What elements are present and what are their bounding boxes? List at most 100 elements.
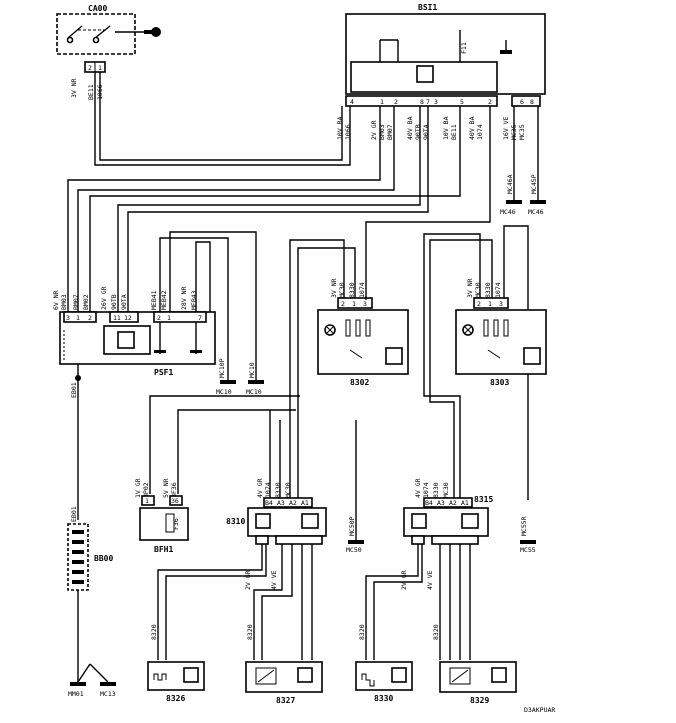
svg-text:11: 11 <box>113 314 121 322</box>
svg-text:3: 3 <box>363 300 367 308</box>
svg-text:A3: A3 <box>277 499 285 507</box>
ignition-switch-ca00: CA00 2 1 3V NR BE11 1066 <box>56 4 161 100</box>
svg-text:MC45P: MC45P <box>530 174 538 194</box>
label-bb00: BB00 <box>94 554 113 563</box>
svg-text:1: 1 <box>76 314 80 322</box>
seat-heater-icon <box>183 667 199 683</box>
seat-heater-icon <box>385 347 403 365</box>
splice-eb01 <box>75 375 81 381</box>
svg-text:5V NR: 5V NR <box>162 478 170 498</box>
svg-text:2: 2 <box>341 300 345 308</box>
svg-text:MC30: MC30 <box>442 482 450 498</box>
svg-text:MC46: MC46 <box>528 208 544 216</box>
module-8329: 8329 <box>439 661 517 705</box>
battery-bb00: EB01 EB01 BB00 MM01 MC13 <box>67 364 116 698</box>
svg-text:2V GR: 2V GR <box>244 570 252 590</box>
svg-text:7: 7 <box>198 314 202 322</box>
svg-text:2: 2 <box>88 64 92 72</box>
svg-text:4: 4 <box>350 98 354 106</box>
svg-text:8330: 8330 <box>274 482 282 498</box>
svg-text:90TB: 90TB <box>414 124 422 140</box>
svg-text:A3: A3 <box>437 499 445 507</box>
svg-text:6V NR: 6V NR <box>52 290 60 310</box>
svg-text:8320: 8320 <box>432 624 440 640</box>
svg-text:BP02: BP02 <box>142 482 150 498</box>
svg-text:8330: 8330 <box>484 282 492 298</box>
seat-heater-icon <box>461 513 479 529</box>
reference-code: D3AKPUAR <box>524 706 555 714</box>
svg-text:28V NR: 28V NR <box>180 286 188 310</box>
svg-text:MC46A: MC46A <box>506 174 514 194</box>
svg-text:BM02: BM02 <box>82 294 90 310</box>
ground-mc10b: MC10 MC10 <box>246 362 264 396</box>
label-8327: 8327 <box>276 696 295 705</box>
svg-text:16V VE: 16V VE <box>502 116 510 140</box>
svg-text:10V BA: 10V BA <box>336 116 344 140</box>
svg-text:26V GR: 26V GR <box>100 286 108 310</box>
svg-text:MC46: MC46 <box>500 208 516 216</box>
8330-box <box>355 661 413 691</box>
bsi1-connector-left <box>345 95 498 107</box>
svg-text:3V NR: 3V NR <box>330 278 338 298</box>
svg-text:F11: F11 <box>460 42 468 54</box>
svg-text:3: 3 <box>66 314 70 322</box>
svg-text:BE11: BE11 <box>87 84 95 100</box>
svg-text:2: 2 <box>488 98 492 106</box>
svg-text:EB01: EB01 <box>70 506 78 522</box>
svg-text:A1: A1 <box>461 499 469 507</box>
label-ca00: CA00 <box>88 4 107 13</box>
svg-text:6: 6 <box>520 98 524 106</box>
svg-text:BM07: BM07 <box>72 294 80 310</box>
svg-text:8: 8 <box>530 98 534 106</box>
svg-text:B4: B4 <box>425 499 433 507</box>
svg-text:MM01: MM01 <box>68 690 84 698</box>
svg-text:12: 12 <box>124 314 132 322</box>
label-8315: 8315 <box>474 495 493 504</box>
svg-text:MC10: MC10 <box>246 388 262 396</box>
svg-text:MC10P: MC10P <box>218 358 226 378</box>
label-8303: 8303 <box>490 378 509 387</box>
svg-text:B4: B4 <box>265 499 273 507</box>
svg-text:1074: 1074 <box>422 482 430 498</box>
svg-text:40V BA: 40V BA <box>468 116 476 140</box>
chip-icon <box>411 513 427 529</box>
lower-wires: 8320 8320 8320 8320 <box>150 544 471 660</box>
svg-text:MC55: MC55 <box>520 546 536 554</box>
psf1-connector-b <box>109 311 139 323</box>
svg-text:MC50P: MC50P <box>348 516 356 536</box>
label-8326: 8326 <box>166 694 185 703</box>
svg-text:8330: 8330 <box>348 282 356 298</box>
svg-text:40V BA: 40V BA <box>406 116 414 140</box>
seat-heater-icon <box>491 667 507 683</box>
seat-heater-icon <box>297 667 313 683</box>
svg-text:90TB: 90TB <box>110 294 118 310</box>
seat-heater-icon <box>301 513 319 529</box>
module-8326: 8326 <box>147 661 205 703</box>
psf1-connector-a <box>63 311 97 323</box>
svg-text:F36: F36 <box>172 518 180 530</box>
svg-text:3V NR: 3V NR <box>466 278 474 298</box>
svg-text:MC30: MC30 <box>284 482 292 498</box>
svg-text:36: 36 <box>171 497 179 505</box>
label-psf1: PSF1 <box>154 368 173 377</box>
seat-heater-icon <box>523 347 541 365</box>
label-bsi1: BSI1 <box>418 3 437 12</box>
svg-text:MC13: MC13 <box>100 690 116 698</box>
psf1-connector-c <box>153 311 207 323</box>
ground-mc10: MC10P MC10 <box>216 358 236 396</box>
svg-text:4V GR: 4V GR <box>256 478 264 498</box>
svg-text:2V GR: 2V GR <box>400 570 408 590</box>
svg-text:2V GR: 2V GR <box>370 120 378 140</box>
bfh1-unit: 1V GR BP02 5V NR BF36 1 36 F36 BFH1 <box>134 395 300 554</box>
bsi1-connector-right <box>511 95 541 107</box>
svg-text:8320: 8320 <box>150 624 158 640</box>
module-8315: 4V GR 1074 8330 MC30 B4 A3 A2 A1 8315 2V… <box>400 478 493 590</box>
label-8330: 8330 <box>374 694 393 703</box>
svg-text:MEB43: MEB43 <box>190 290 198 310</box>
svg-text:4V VE: 4V VE <box>270 570 278 590</box>
ground-icon <box>500 40 512 54</box>
svg-text:MC30: MC30 <box>474 282 482 298</box>
chip-icon <box>255 513 271 529</box>
ground-mc46b: MC45P MC46 <box>528 106 546 216</box>
